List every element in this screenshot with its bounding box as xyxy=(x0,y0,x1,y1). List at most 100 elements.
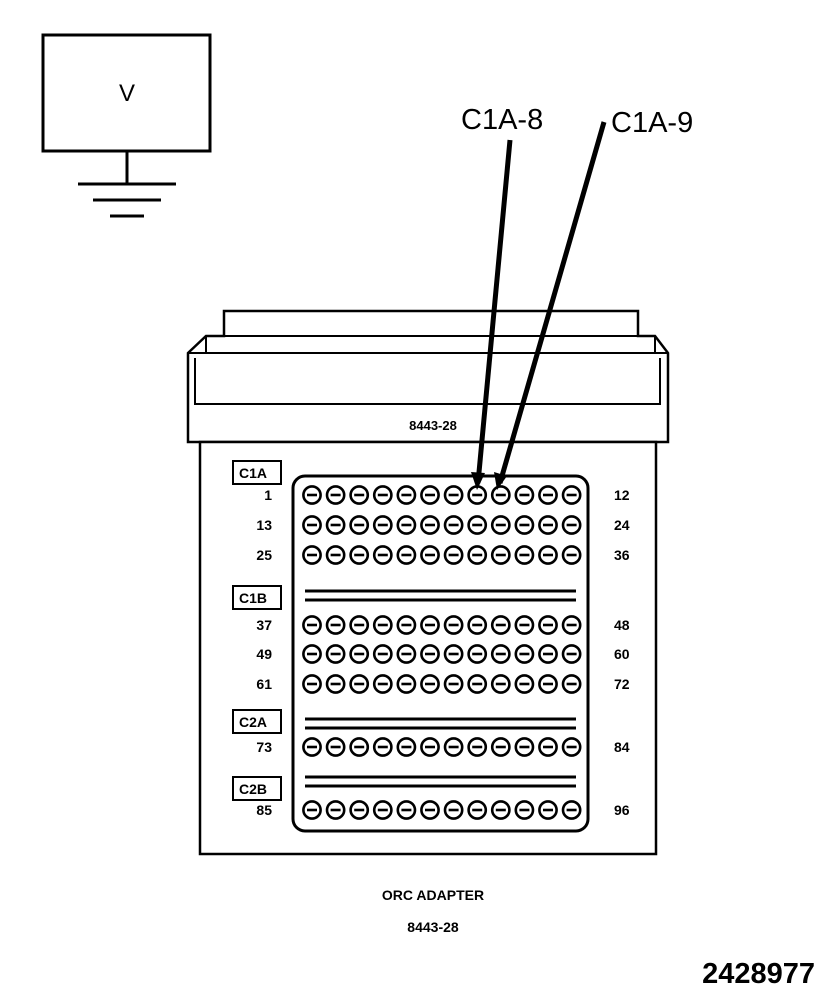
connector-tag-label: C1A xyxy=(239,465,267,481)
row-end-number: 12 xyxy=(614,487,630,503)
pin-socket-icon xyxy=(443,800,464,820)
pin-socket-icon xyxy=(490,674,511,694)
pin-socket-icon xyxy=(302,644,322,664)
pin-socket-icon xyxy=(514,674,535,694)
pin-socket-icon xyxy=(372,674,393,694)
connector-separator xyxy=(305,589,576,602)
row-start-number: 61 xyxy=(256,676,272,692)
probe-lines xyxy=(471,121,607,490)
pin-socket-icon xyxy=(420,545,440,565)
pin-socket-icon xyxy=(372,515,393,535)
pin-socket-icon xyxy=(302,515,322,535)
adapter-caption-title: ORC ADAPTER xyxy=(382,887,484,903)
row-start-number: 73 xyxy=(256,739,272,755)
row-start-number: 1 xyxy=(264,487,272,503)
row-end-number: 36 xyxy=(614,547,630,563)
pin-socket-icon xyxy=(396,737,417,757)
ground-icon xyxy=(78,182,176,218)
adapter-header xyxy=(186,309,670,444)
pin-socket-icon xyxy=(372,644,393,664)
pin-socket-icon xyxy=(443,674,464,694)
pin-socket-icon xyxy=(538,644,558,664)
pin-socket-icon xyxy=(396,615,417,635)
adapter-body: 8443-28 xyxy=(186,309,670,856)
pin-socket-icon xyxy=(372,615,393,635)
connector-tag-box xyxy=(232,709,282,734)
pin-socket-icon xyxy=(514,644,535,664)
connector-tag-box xyxy=(232,776,282,801)
connector-tag-box xyxy=(232,460,282,485)
pin-socket-icon xyxy=(443,644,464,664)
pin-socket-icon xyxy=(490,615,511,635)
pin-socket-icon xyxy=(349,674,370,694)
voltmeter: V xyxy=(41,33,212,218)
probe-arrow-c1a-8 xyxy=(471,472,485,490)
pin-socket-icon xyxy=(420,485,440,505)
pin-socket-icon xyxy=(538,737,558,757)
connector-tag-label: C1B xyxy=(239,590,267,606)
connector-tag-label: C2B xyxy=(239,781,267,797)
pin-socket-icon xyxy=(514,615,535,635)
pin-socket-icon xyxy=(467,737,488,757)
pin-socket-icon xyxy=(396,800,417,820)
probe-label-c1a-9: C1A-9 xyxy=(611,107,693,139)
pin-socket-icon xyxy=(538,615,558,635)
pin-socket-icon xyxy=(561,644,582,664)
pin-socket-icon xyxy=(490,545,511,565)
adapter-model-label: 8443-28 xyxy=(409,418,457,433)
row-end-number: 72 xyxy=(614,676,630,692)
pin-socket-icon xyxy=(396,644,417,664)
pin-socket-icon xyxy=(396,674,417,694)
row-end-number: 48 xyxy=(614,617,630,633)
pin-socket-icon xyxy=(443,545,464,565)
figure-id: 2428977 xyxy=(702,958,815,990)
pin-socket-icon xyxy=(561,615,582,635)
pin-socket-icon xyxy=(538,800,558,820)
pin-socket-icon xyxy=(538,515,558,535)
pin-socket-icon xyxy=(561,674,582,694)
pin-socket-icon xyxy=(467,674,488,694)
connector-tag-box xyxy=(232,585,282,610)
row-start-number: 13 xyxy=(256,517,272,533)
probe-label-c1a-8: C1A-8 xyxy=(461,104,543,136)
pin-socket-icon xyxy=(302,615,322,635)
pin-socket-icon xyxy=(325,674,346,694)
pin-socket-icon xyxy=(467,615,488,635)
pin-socket-icon xyxy=(420,674,440,694)
pin-socket-icon xyxy=(349,615,370,635)
pin-socket-icon xyxy=(561,737,582,757)
pin-socket-icon xyxy=(490,644,511,664)
pin-socket-icon xyxy=(325,515,346,535)
pin-socket-icon xyxy=(538,674,558,694)
pin-socket-icon xyxy=(396,545,417,565)
probe-arrow-c1a-9 xyxy=(494,472,507,490)
pin-socket-icon xyxy=(514,515,535,535)
pin-socket-icon xyxy=(325,485,346,505)
pin-socket-icon xyxy=(325,615,346,635)
row-start-number: 85 xyxy=(256,802,272,818)
pin-socket-icon xyxy=(349,485,370,505)
pin-row: 1 12 xyxy=(264,485,630,505)
pin-socket-icon xyxy=(325,737,346,757)
pin-socket-icon xyxy=(302,737,322,757)
pin-socket-icon xyxy=(420,515,440,535)
pin-socket-icon xyxy=(325,800,346,820)
pin-socket-icon xyxy=(514,800,535,820)
pin-socket-icon xyxy=(372,545,393,565)
row-start-number: 25 xyxy=(256,547,272,563)
connector-separator xyxy=(305,717,576,730)
pin-socket-icon xyxy=(514,545,535,565)
pin-socket-icon xyxy=(420,615,440,635)
pin-socket-icon xyxy=(420,644,440,664)
row-start-number: 49 xyxy=(256,646,272,662)
pin-socket-icon xyxy=(443,485,464,505)
